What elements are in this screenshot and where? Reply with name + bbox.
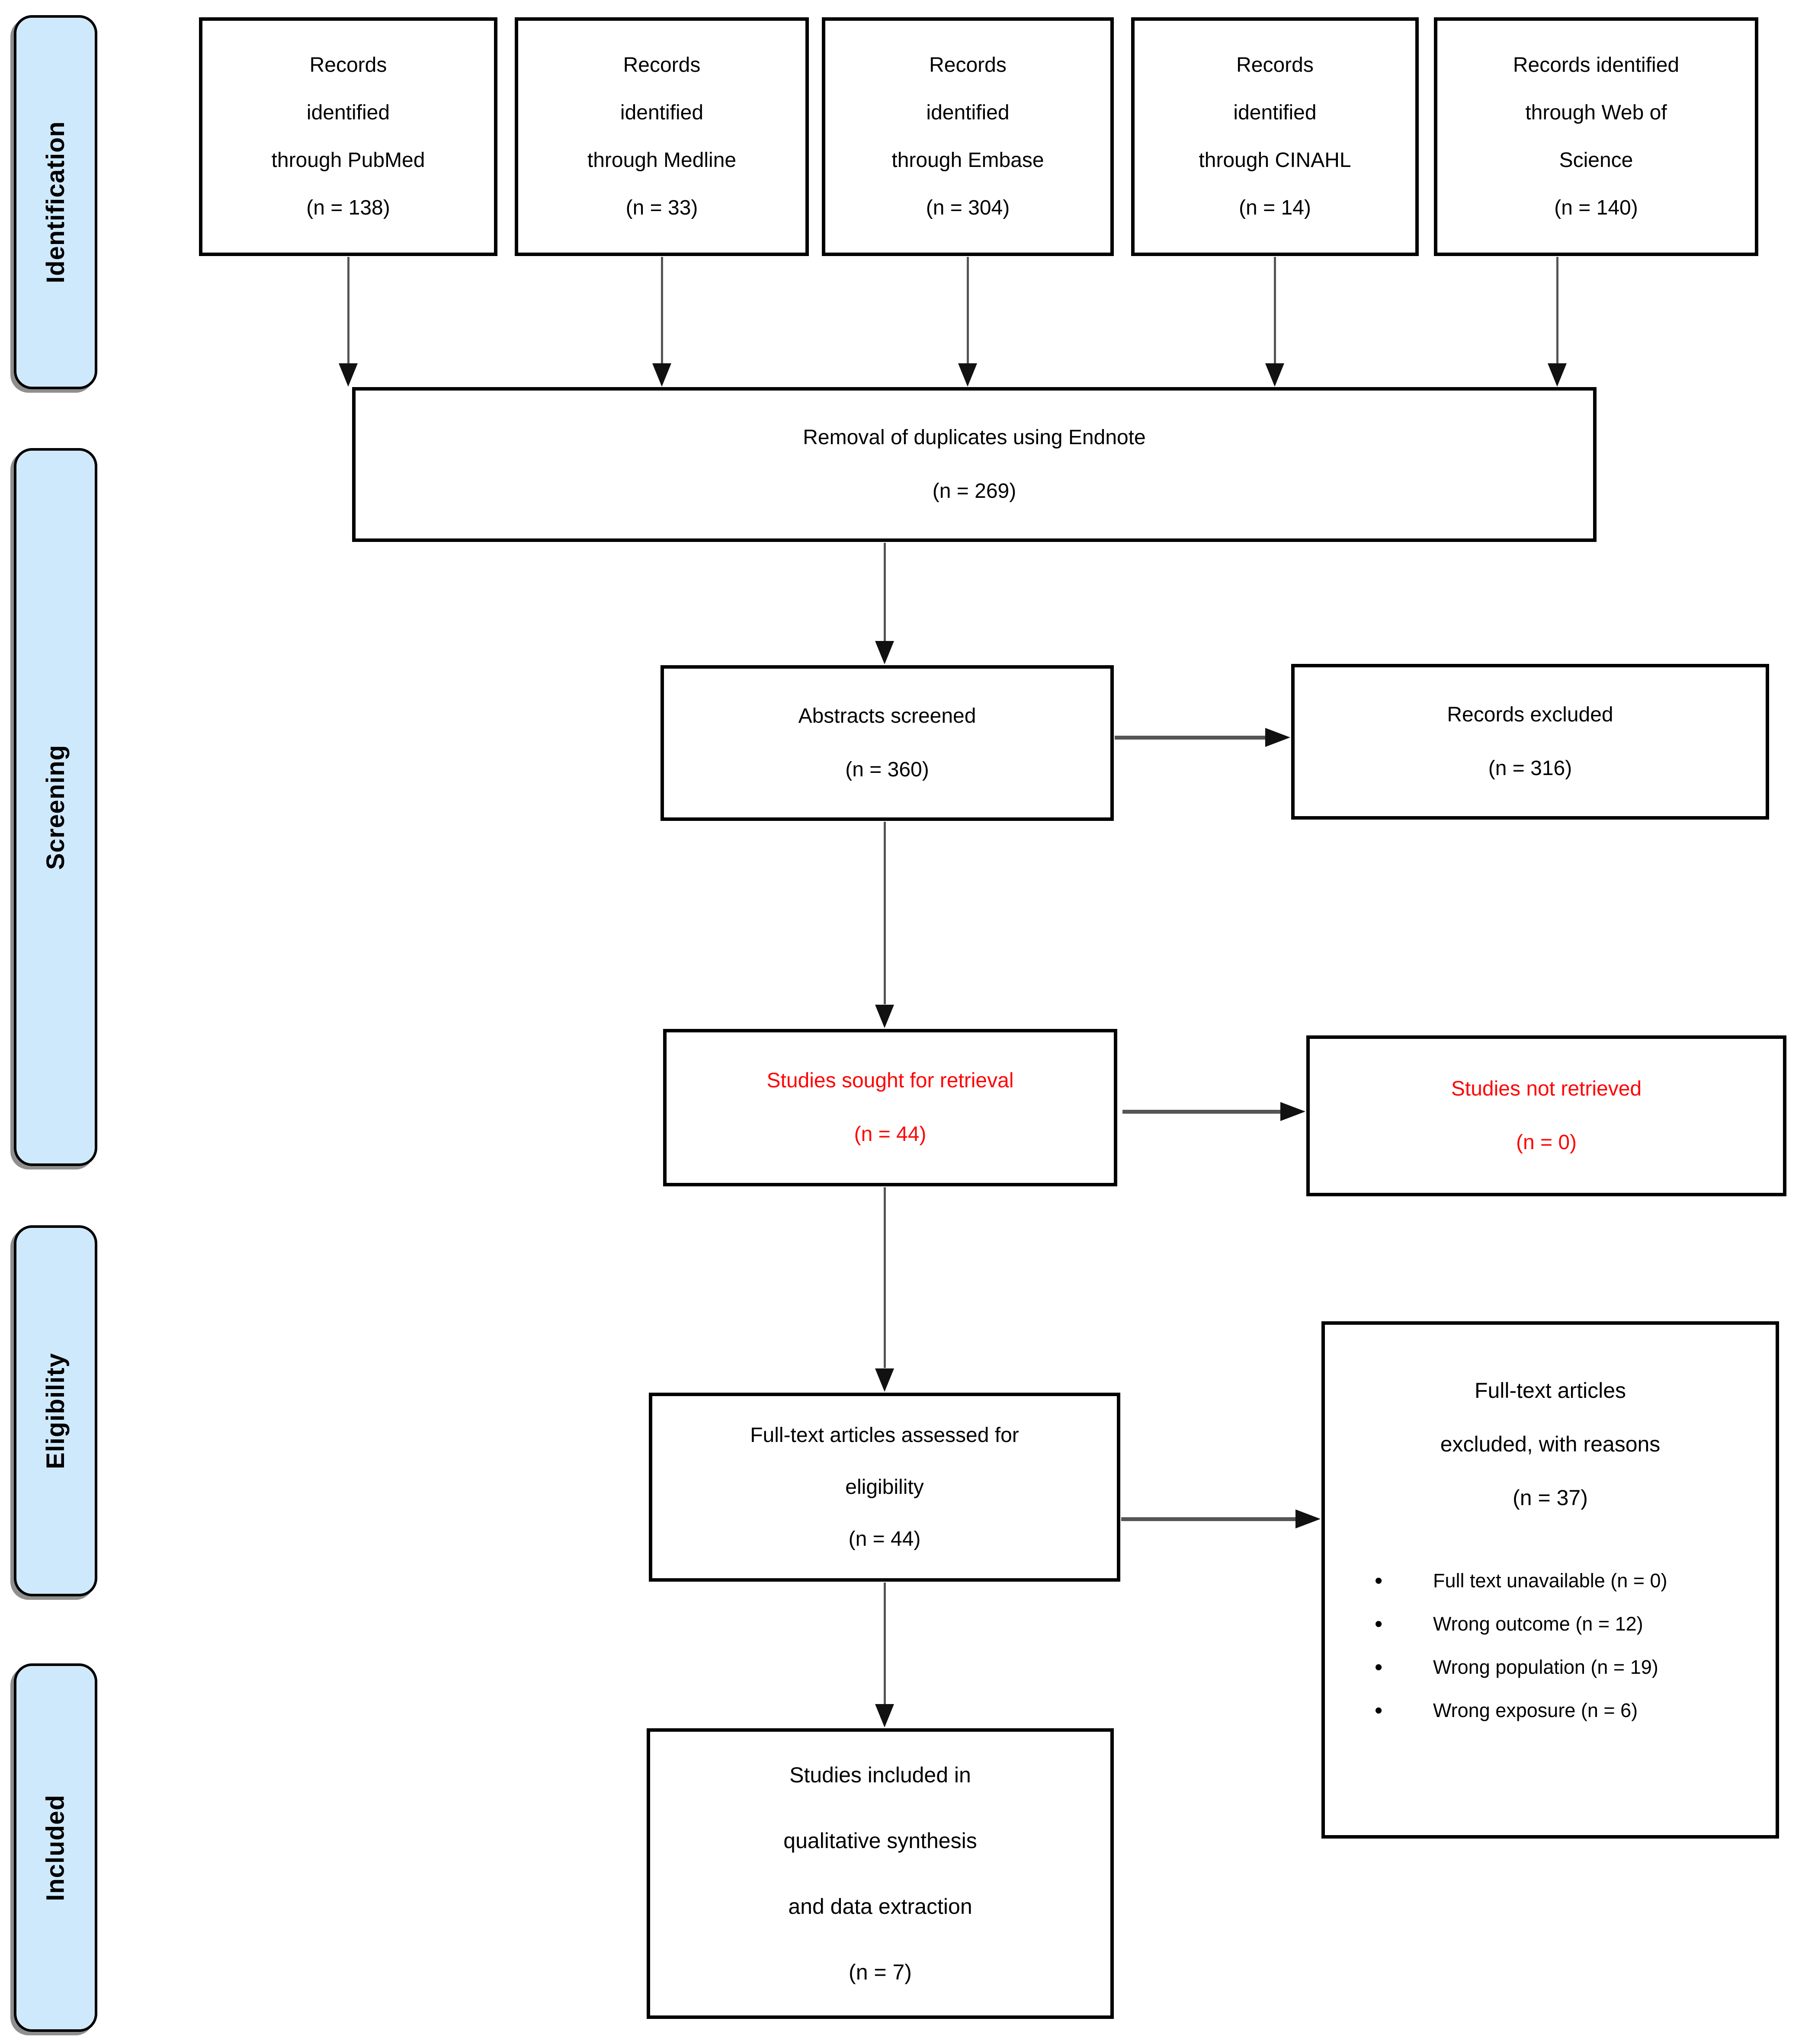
box-line: identified	[1233, 101, 1317, 124]
box-count: (n = 138)	[306, 196, 390, 219]
arrow-webofscience-to-duplicates	[1556, 257, 1558, 364]
arrowhead-down-icon	[1265, 363, 1284, 387]
box-line: Studies sought for retrieval	[766, 1069, 1014, 1092]
arrowhead-down-icon	[875, 1005, 894, 1028]
arrow-abstracts-to-records-excluded	[1115, 736, 1265, 740]
box-records-pubmed: Records identified through PubMed (n = 1…	[199, 17, 497, 256]
arrowhead-right-icon	[1280, 1102, 1305, 1121]
box-line: Removal of duplicates using Endnote	[803, 426, 1146, 449]
arrowhead-right-icon	[1295, 1509, 1321, 1528]
excluded-reasons-list: Full text unavailable (n = 0) Wrong outc…	[1325, 1559, 1776, 1732]
box-line: qualitative synthesis	[783, 1829, 977, 1853]
box-line: Science	[1559, 149, 1633, 172]
arrow-cinahl-to-duplicates	[1274, 257, 1276, 364]
box-count: (n = 316)	[1488, 757, 1572, 780]
box-count: (n = 44)	[854, 1123, 927, 1146]
arrow-duplicates-to-abstracts	[884, 543, 886, 642]
arrow-fulltext-to-included	[884, 1583, 886, 1704]
box-records-embase: Records identified through Embase (n = 3…	[822, 17, 1114, 256]
box-line: Full-text articles assessed for	[750, 1423, 1019, 1447]
box-count: (n = 0)	[1516, 1131, 1577, 1154]
excluded-reason-item: Full text unavailable (n = 0)	[1325, 1559, 1776, 1602]
arrowhead-down-icon	[875, 1368, 894, 1392]
arrow-medline-to-duplicates	[661, 257, 663, 364]
excluded-reasons-heading: Full-text articles excluded, with reason…	[1440, 1364, 1661, 1525]
box-line: through CINAHL	[1199, 149, 1351, 172]
arrowhead-down-icon	[652, 363, 671, 387]
box-line: identified	[926, 101, 1010, 124]
stage-label-text: Identification	[42, 121, 70, 283]
stage-label-text: Included	[42, 1794, 70, 1901]
arrowhead-down-icon	[875, 1704, 894, 1727]
box-count: (n = 14)	[1239, 196, 1311, 219]
arrow-sought-to-not-retrieved	[1122, 1110, 1281, 1114]
box-records-web-of-science: Records identified through Web of Scienc…	[1434, 17, 1758, 256]
stage-label-screening: Screening	[14, 448, 97, 1166]
arrow-embase-to-duplicates	[967, 257, 969, 364]
box-records-excluded: Records excluded (n = 316)	[1291, 664, 1769, 820]
box-count: (n = 44)	[848, 1527, 921, 1551]
arrow-fulltext-to-excluded-reasons	[1121, 1517, 1296, 1521]
box-line: through PubMed	[271, 149, 425, 172]
box-line: through Web of	[1525, 101, 1667, 124]
box-abstracts-screened: Abstracts screened (n = 360)	[661, 665, 1114, 821]
box-studies-included: Studies included in qualitative synthesi…	[647, 1728, 1114, 2019]
box-line: Full-text articles	[1474, 1378, 1626, 1403]
box-fulltext-assessed: Full-text articles assessed for eligibil…	[649, 1393, 1120, 1582]
arrowhead-down-icon	[1548, 363, 1567, 387]
box-line: Records identified	[1513, 54, 1680, 77]
box-line: through Embase	[891, 149, 1044, 172]
box-line: Abstracts screened	[798, 705, 976, 727]
box-count: (n = 360)	[845, 758, 929, 781]
arrow-abstracts-to-sought	[884, 822, 886, 1004]
arrowhead-down-icon	[958, 363, 977, 387]
box-line: identified	[306, 101, 390, 124]
box-line: Records	[929, 54, 1007, 77]
box-line: through Medline	[587, 149, 737, 172]
excluded-reason-item: Wrong outcome (n = 12)	[1325, 1602, 1776, 1646]
box-studies-not-retrieved: Studies not retrieved (n = 0)	[1306, 1035, 1786, 1196]
stage-label-text: Eligibility	[42, 1352, 70, 1469]
stage-label-eligibility: Eligibility	[14, 1225, 97, 1596]
box-line: eligibility	[845, 1475, 924, 1499]
box-line: Studies not retrieved	[1451, 1077, 1642, 1100]
box-line: Studies included in	[789, 1763, 971, 1787]
arrow-sought-to-fulltext	[884, 1187, 886, 1368]
arrowhead-down-icon	[875, 641, 894, 664]
box-line: Records	[309, 54, 387, 77]
arrowhead-right-icon	[1265, 728, 1290, 747]
excluded-reason-item: Wrong exposure (n = 6)	[1325, 1689, 1776, 1732]
box-studies-sought: Studies sought for retrieval (n = 44)	[663, 1029, 1117, 1186]
box-count: (n = 37)	[1513, 1486, 1588, 1510]
stage-label-text: Screening	[42, 744, 70, 870]
arrow-pubmed-to-duplicates	[347, 257, 349, 364]
box-fulltext-excluded-reasons: Full-text articles excluded, with reason…	[1321, 1321, 1779, 1839]
box-records-medline: Records identified through Medline (n = …	[515, 17, 809, 256]
box-records-cinahl: Records identified through CINAHL (n = 1…	[1131, 17, 1419, 256]
stage-label-identification: Identification	[14, 15, 97, 389]
box-count: (n = 269)	[932, 480, 1016, 503]
box-count: (n = 33)	[625, 196, 698, 219]
box-count: (n = 7)	[849, 1960, 912, 1984]
box-line: identified	[620, 101, 704, 124]
arrowhead-down-icon	[339, 363, 358, 387]
box-line: excluded, with reasons	[1440, 1432, 1661, 1456]
stage-label-included: Included	[14, 1663, 97, 2032]
box-line: and data extraction	[788, 1894, 972, 1919]
box-line: Records excluded	[1447, 703, 1613, 726]
box-count: (n = 140)	[1554, 196, 1638, 219]
box-line: Records	[1236, 54, 1314, 77]
excluded-reason-item: Wrong population (n = 19)	[1325, 1646, 1776, 1689]
box-line: Records	[623, 54, 701, 77]
box-duplicates-removal: Removal of duplicates using Endnote (n =…	[352, 387, 1597, 542]
box-count: (n = 304)	[926, 196, 1010, 219]
